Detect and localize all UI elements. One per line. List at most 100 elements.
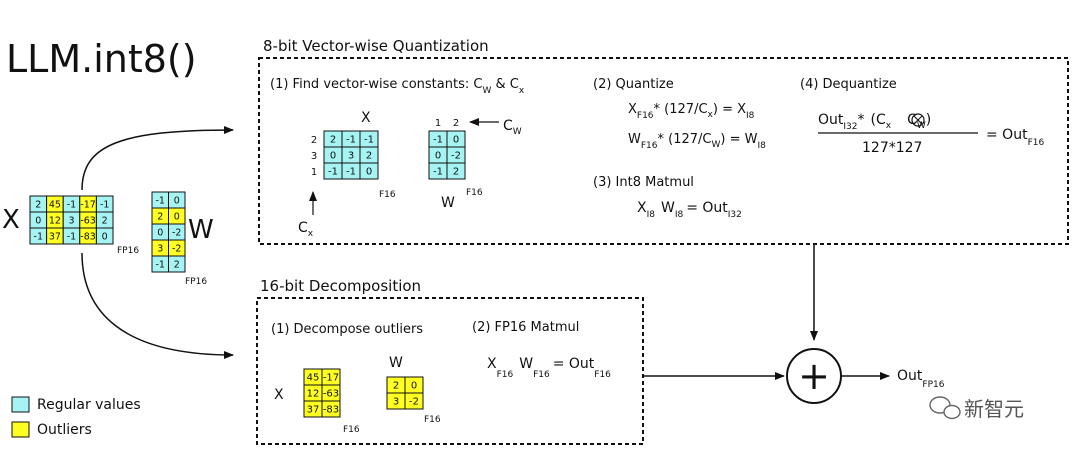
matrix-cell-value: 2 [35,199,41,210]
matrix-cell-value: -83 [80,231,96,242]
matrix-cell [168,255,186,273]
matrix-cell-value: 12 [307,389,320,400]
matrix-cell [404,392,424,410]
output-label: OutFP16 [897,368,945,390]
step4-title: (4) Dequantize [800,77,897,92]
matrix-cell-value: -2 [172,227,181,238]
matrix-cell-value: 2 [157,211,163,222]
matrix-cell-value: 12 [49,215,61,226]
matrix-cell-value: -2 [172,243,181,254]
matrix-cell-value: 37 [307,405,320,416]
vq-w-matrix: -1 0 0 -2 -1 2 [428,130,466,180]
step2-title: (2) Quantize [593,77,674,92]
matrix-cell-value: 45 [49,199,61,210]
matrix-cell-value: 37 [49,231,61,242]
matrix-cell-value: -1 [346,167,356,178]
matrix-cell-value: 3 [393,397,399,408]
arrow-to-decomposition [81,252,234,359]
matrix-cell-value: 0 [102,231,108,242]
matrix-cell-value: -83 [323,405,339,416]
scale-constant: 2 [311,135,317,146]
decomposition-box [256,297,644,445]
step1-text: (1) Find vector-wise constants: CW & Cx [270,77,525,96]
cx-label: Cx [298,220,314,239]
outer-product-icon [911,113,925,127]
vector-quant-box [258,57,1069,245]
scale-constant: 3 [311,151,317,162]
vq-x-tag: F16 [379,190,396,200]
matrix-cell-value: -1 [156,259,165,270]
decomposition-title: 16-bit Decomposition [260,277,421,295]
matrix-cell-value: 45 [307,373,320,384]
legend-regular-swatch [11,396,30,413]
matrix-cell-value: 2 [453,167,459,178]
matrix-cell-value: -1 [34,231,43,242]
matrix-cell [95,227,114,245]
matrix-cell-value: -63 [323,389,339,400]
matrix-cell-value: -63 [80,215,96,226]
matrix-cell-value: 0 [366,167,372,178]
arrow-to-vector-quant [81,126,234,191]
decomp-w-label: W [389,355,403,371]
outer-product-cross-b [913,115,923,125]
matrix-cell-value: 2 [393,381,399,392]
matrix-cell-value: 0 [435,151,441,162]
decomp-w-matrix: 2 0 3 -2 [386,376,424,410]
step3-title: (3) Int8 Matmul [593,175,694,190]
wechat-icon [929,396,961,420]
matrix-cell-value: 3 [157,243,163,254]
vq-w-tag: F16 [466,188,483,198]
matrix-cell [321,400,341,418]
input-w-label: W [188,215,214,245]
legend-regular-label: Regular values [37,397,141,413]
scale-constant: 1 [311,167,317,178]
matrix-cell-value: 0 [174,211,180,222]
input-x-tag: FP16 [117,246,139,256]
scale-constant: 1 [435,118,441,129]
legend-outlier-swatch [11,421,30,438]
matrix-cell-value: -1 [328,167,338,178]
matrix-cell-value: -1 [433,167,443,178]
fp16-matmul-eq: XF16WF16= OutF16 [487,356,611,380]
vq-cx-values: 2 3 1 [311,135,317,178]
matrix-cell-value: 0 [411,381,417,392]
decomp-step2: (2) FP16 Matmul [472,320,579,335]
matrix-cell-value: 0 [174,195,180,206]
matrix-cell-value: -1 [100,199,109,210]
vq-x-label: X [361,110,371,126]
dequantize-denominator: 127*127 [862,140,922,156]
vq-w-label: W [441,195,455,211]
decomp-x-label: X [274,387,284,403]
matrix-cell-value: 2 [366,151,372,162]
dequantize-result: = OutF16 [986,127,1044,148]
input-x-label: X [2,205,20,235]
cw-label: CW [503,118,522,137]
matrix-cell-value: -1 [364,135,374,146]
matrix-cell-value: 0 [453,135,459,146]
matrix-cell [446,162,466,180]
diagram-title: LLM.int8() [6,37,197,81]
watermark-text: 新智元 [964,397,1024,421]
matrix-cell-value: -1 [67,199,76,210]
matrix-cell-value: -1 [346,135,356,146]
matrix-cell-value: -1 [433,135,443,146]
matrix-cell-value: 2 [174,259,180,270]
matrix-cell-value: 3 [68,215,74,226]
quantize-eq-w: WF16* (127/CW) = WI8 [628,132,766,151]
matrix-cell-value: 2 [102,215,108,226]
matrix-cell-value: -1 [67,231,76,242]
matrix-cell-value: 0 [157,227,163,238]
vector-quant-title: 8-bit Vector-wise Quantization [263,37,489,55]
matrix-cell-value: -17 [80,199,96,210]
decomp-x-tag: F16 [343,425,360,435]
matrix-cell-value: -2 [451,151,461,162]
matrix-cell-value: -2 [409,397,419,408]
matrix-cell-value: 2 [330,135,336,146]
